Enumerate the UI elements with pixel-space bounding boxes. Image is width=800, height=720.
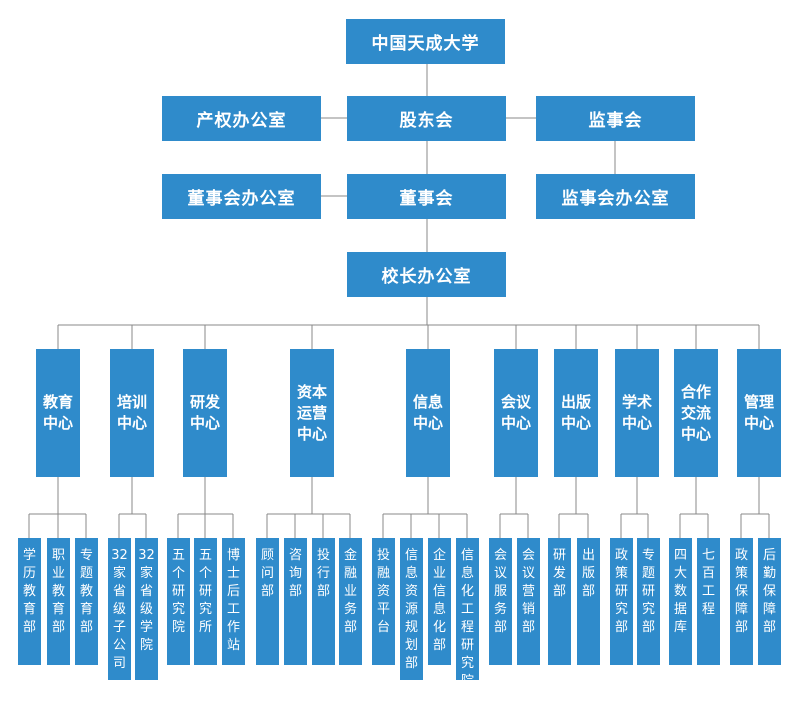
department-label: 五个研究院: [171, 548, 185, 635]
department-box: 出版部: [577, 538, 600, 665]
center-label: 教育中心: [42, 393, 73, 432]
center-education: 教育中心: [36, 349, 80, 477]
board-label: 董事会: [399, 189, 454, 209]
supervisors-office-label: 监事会办公室: [561, 189, 670, 209]
department-label: 政策研究部: [614, 548, 628, 635]
university-label: 中国天成大学: [371, 34, 480, 54]
department-label: 后勤保障部: [762, 548, 776, 635]
department-label: 专题研究部: [641, 548, 655, 635]
board-office-label: 董事会办公室: [187, 189, 296, 209]
property-office-label: 产权办公室: [196, 111, 287, 131]
department-label: 顾问部: [260, 548, 274, 599]
department-box: 金融业务部: [339, 538, 362, 665]
center-label: 研发中心: [189, 393, 220, 432]
center-cooperation: 合作交流中心: [674, 349, 718, 477]
department-label: 出版部: [581, 548, 595, 599]
department-box: 专题教育部: [75, 538, 98, 665]
center-publishing: 出版中心: [554, 349, 598, 477]
department-label: 四大数据库: [673, 548, 687, 635]
center-capital: 资本运营中心: [290, 349, 334, 477]
department-label: 咨询部: [288, 548, 302, 599]
department-label: 会议营销部: [521, 548, 535, 635]
department-box: 四大数据库: [669, 538, 692, 665]
department-box: 政策研究部: [610, 538, 633, 665]
center-label: 合作交流中心: [680, 382, 711, 443]
supervisors-label: 监事会: [588, 111, 643, 131]
department-label: 企业信息化部: [432, 548, 446, 653]
department-box: 五个研究院: [167, 538, 190, 665]
center-training: 培训中心: [110, 349, 154, 477]
supervisors-office-box: 监事会办公室: [536, 174, 695, 219]
department-box: 投融资平台: [372, 538, 395, 665]
shareholders-label: 股东会: [399, 111, 454, 131]
department-box: 32家省级子公司: [108, 538, 131, 680]
department-label: 投行部: [316, 548, 330, 599]
department-box: 学历教育部: [18, 538, 41, 665]
department-box: 专题研究部: [637, 538, 660, 665]
department-label: 32家省级子公司: [111, 548, 128, 671]
department-label: 博士后工作站: [226, 548, 240, 653]
department-box: 五个研究所: [194, 538, 217, 665]
department-label: 信息资源规划部: [404, 548, 418, 671]
center-academic: 学术中心: [615, 349, 659, 477]
department-box: 投行部: [312, 538, 335, 665]
department-box: 职业教育部: [47, 538, 70, 665]
department-label: 职业教育部: [51, 548, 65, 635]
center-management: 管理中心: [737, 349, 781, 477]
department-box: 顾问部: [256, 538, 279, 665]
supervisors-box: 监事会: [536, 96, 695, 141]
department-label: 七百工程: [701, 548, 715, 617]
center-label: 出版中心: [560, 393, 591, 432]
department-label: 投融资平台: [376, 548, 390, 635]
center-label: 资本运营中心: [296, 382, 327, 443]
department-box: 研发部: [548, 538, 571, 665]
center-information: 信息中心: [406, 349, 450, 477]
department-box: 咨询部: [284, 538, 307, 665]
center-label: 培训中心: [116, 393, 147, 432]
department-box: 博士后工作站: [222, 538, 245, 665]
board-box: 董事会: [347, 174, 506, 219]
president-office-label: 校长办公室: [381, 267, 472, 287]
department-box: 后勤保障部: [758, 538, 781, 665]
center-label: 管理中心: [743, 393, 774, 432]
university-box: 中国天成大学: [346, 19, 505, 64]
department-label: 信息化工程研究院: [460, 548, 474, 689]
department-box: 七百工程: [697, 538, 720, 665]
department-label: 32家省级学院: [138, 548, 155, 653]
department-label: 五个研究所: [198, 548, 212, 635]
department-box: 信息资源规划部: [400, 538, 423, 680]
center-label: 信息中心: [412, 393, 443, 432]
board-office-box: 董事会办公室: [162, 174, 321, 219]
department-box: 32家省级学院: [135, 538, 158, 680]
center-label: 会议中心: [500, 393, 531, 432]
department-label: 政策保障部: [734, 548, 748, 635]
president-office-box: 校长办公室: [347, 252, 506, 297]
center-conference: 会议中心: [494, 349, 538, 477]
department-box: 信息化工程研究院: [456, 538, 479, 689]
department-box: 会议服务部: [489, 538, 512, 665]
property-office-box: 产权办公室: [162, 96, 321, 141]
department-box: 会议营销部: [517, 538, 540, 665]
department-box: 政策保障部: [730, 538, 753, 665]
center-label: 学术中心: [621, 393, 652, 432]
shareholders-box: 股东会: [347, 96, 506, 141]
department-label: 专题教育部: [79, 548, 93, 635]
center-rnd: 研发中心: [183, 349, 227, 477]
department-label: 研发部: [552, 548, 566, 599]
department-label: 会议服务部: [493, 548, 507, 635]
department-label: 金融业务部: [343, 548, 357, 635]
department-box: 企业信息化部: [428, 538, 451, 665]
department-label: 学历教育部: [22, 548, 36, 635]
